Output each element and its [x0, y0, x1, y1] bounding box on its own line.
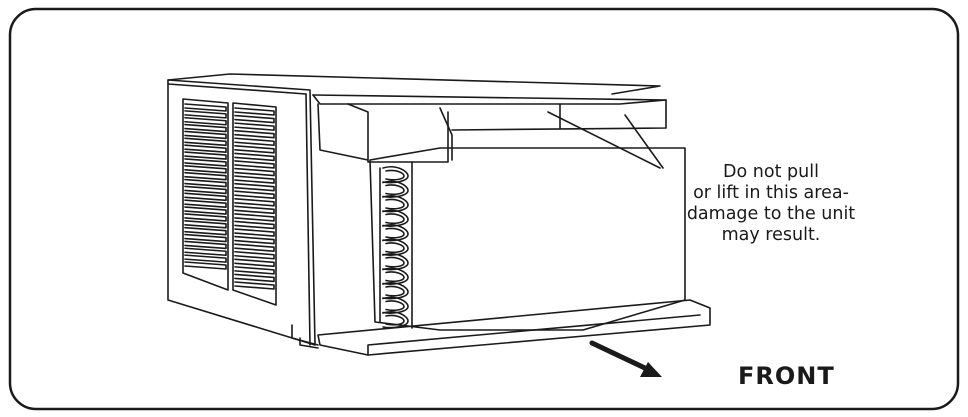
louver-slat — [234, 205, 275, 215]
louver-slat — [234, 122, 275, 131]
caution-note: Do not pull or lift in this area- damage… — [651, 162, 891, 246]
coil-pattern — [382, 166, 409, 329]
coil-loop — [382, 253, 409, 271]
louver-slat — [184, 192, 227, 202]
louver-slat — [234, 250, 275, 260]
top-cover — [312, 94, 667, 131]
louver-slat — [234, 281, 275, 290]
coil-loop — [382, 224, 409, 242]
coil-loop-inner — [385, 227, 405, 239]
louver-slat — [184, 213, 227, 222]
louver-slat — [234, 114, 275, 124]
louver-slat — [184, 240, 227, 250]
base-tray — [317, 299, 711, 356]
louver-slat — [234, 243, 275, 252]
coil-loop-inner — [385, 300, 405, 312]
control-housing — [347, 103, 449, 163]
louver-slat — [184, 137, 227, 147]
louver-slat — [234, 228, 275, 237]
coil-loop-inner — [385, 285, 405, 297]
louver-slat — [184, 158, 227, 167]
coil-loop — [382, 166, 409, 184]
diagram-frame — [8, 7, 960, 411]
louver-slat — [184, 165, 227, 174]
louver-slat — [234, 273, 275, 283]
louver-slat — [234, 235, 275, 245]
louver-slat — [184, 116, 227, 126]
louver-slat — [234, 167, 275, 177]
louver-slat — [234, 266, 275, 275]
front-direction-label: FRONT — [738, 362, 835, 390]
coil-loop — [382, 267, 409, 285]
coil-loop-inner — [385, 169, 405, 181]
louver-slat — [184, 185, 227, 195]
coil-loop-inner — [385, 198, 405, 210]
louver-slat — [234, 258, 275, 268]
louver-slat — [234, 160, 275, 169]
louver-slat — [184, 103, 227, 112]
louver-slat — [234, 213, 275, 222]
coil-loop — [382, 282, 409, 300]
coil-loop — [382, 238, 409, 256]
louver-slat — [234, 182, 275, 192]
cabinet-top-edge — [167, 73, 661, 95]
louver-panel-right — [232, 102, 277, 306]
louver-slat — [234, 107, 275, 116]
louver-slat — [184, 144, 227, 154]
front-panel — [369, 147, 686, 331]
louver-slat — [184, 206, 227, 215]
louver-slat — [234, 145, 275, 154]
coil-loop-inner — [385, 256, 405, 268]
louver-slat — [184, 233, 227, 243]
louver-slat — [184, 219, 227, 229]
coil-loop-inner — [385, 213, 405, 225]
louver-slat — [184, 110, 227, 119]
louver-slat — [234, 175, 275, 184]
coil-loop-inner — [385, 242, 405, 254]
leader-line-1 — [547, 111, 661, 169]
caution-line: damage to the unit — [686, 204, 856, 224]
louver-slat — [184, 171, 227, 181]
leader-line-2 — [624, 114, 664, 169]
louver-slat — [234, 190, 275, 200]
louver-slat — [234, 220, 275, 230]
arrow-down-right-icon — [589, 340, 662, 377]
louver-slat — [184, 254, 227, 263]
coil-loop — [382, 209, 409, 227]
louver-slat — [184, 130, 227, 140]
louver-slat — [184, 261, 227, 270]
louver-slat — [234, 152, 275, 162]
coil-loop — [382, 180, 409, 198]
louver-slat — [184, 247, 227, 257]
louver-slat — [184, 151, 227, 160]
louver-slat — [184, 123, 227, 133]
louver-slat — [234, 197, 275, 207]
coil-loop-inner — [385, 314, 405, 326]
louver-slat — [184, 199, 227, 208]
caution-line: may result. — [721, 225, 821, 245]
caution-line: Do not pull — [723, 162, 819, 182]
louver-slat — [184, 178, 227, 188]
coil-loop — [382, 296, 409, 314]
louver-slat — [234, 129, 275, 139]
louver-panel-left — [182, 98, 229, 291]
caution-line: or lift in this area- — [693, 183, 849, 203]
coil-loop-inner — [385, 184, 405, 196]
louver-slats — [184, 103, 275, 290]
louver-slat — [234, 137, 275, 147]
louver-slat — [184, 226, 227, 236]
coil-loop-inner — [385, 271, 405, 283]
coil-loop — [382, 195, 409, 213]
